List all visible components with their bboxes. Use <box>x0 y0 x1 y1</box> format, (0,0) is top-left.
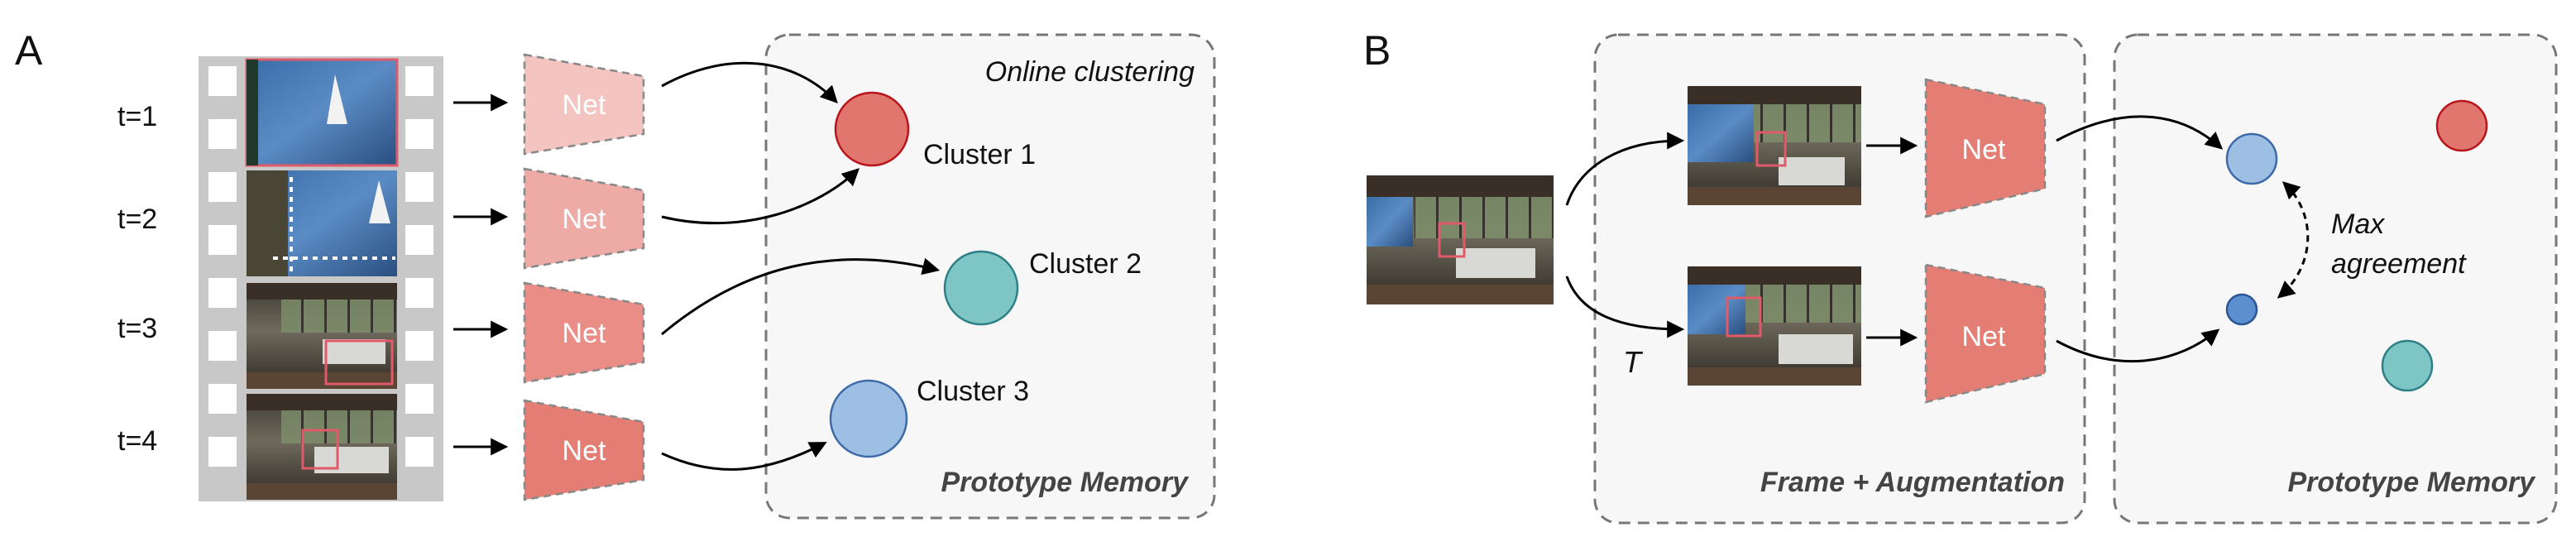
cluster-1-label: Cluster 1 <box>923 139 1036 170</box>
net-label: Net <box>563 318 606 349</box>
augmented-frame-2 <box>1688 266 1861 386</box>
time-label-3: t=3 <box>117 313 157 344</box>
prototype-blue-large <box>2225 132 2278 185</box>
max-agreement-arrow <box>2277 181 2310 299</box>
arrow-net2-cluster1 <box>661 168 860 225</box>
film-frame-3 <box>247 283 397 389</box>
film-strip <box>199 56 443 501</box>
cluster-2-circle <box>943 250 1019 326</box>
film-frame-2 <box>247 170 397 276</box>
net-label: Net <box>1962 134 2006 165</box>
max-agreement-label-2: agreement <box>2331 248 2467 280</box>
prototype-blue-small <box>2225 293 2258 326</box>
net-label: Net <box>563 435 606 467</box>
film-frame-4 <box>247 394 397 500</box>
cluster-3-label: Cluster 3 <box>917 376 1029 407</box>
source-frame-image <box>1367 175 1554 304</box>
film-holes-right <box>405 66 433 467</box>
arrow-netb1-prototype <box>2056 115 2224 150</box>
arrow-net3-cluster2 <box>661 257 941 336</box>
net-block-b1: Net <box>1924 78 2047 218</box>
cluster-3-circle <box>829 379 908 458</box>
time-label-1: t=1 <box>117 101 157 132</box>
arrow-netb2-prototype <box>2056 328 2220 363</box>
arrow-net4-cluster3 <box>661 442 827 471</box>
net-label: Net <box>563 204 606 235</box>
cluster-2-label: Cluster 2 <box>1029 248 1142 280</box>
net-block-b2: Net <box>1924 263 2047 404</box>
online-clustering-title: Online clustering <box>985 56 1195 88</box>
augmented-frame-1 <box>1688 86 1861 205</box>
max-agreement-label-1: Max <box>2331 208 2385 240</box>
time-label-4: t=4 <box>117 425 157 457</box>
net-block-3: Net <box>523 281 645 384</box>
frame-augmentation-footer: Frame + Augmentation <box>1760 467 2065 498</box>
prototype-memory-footer-b: Prototype Memory <box>2288 467 2537 498</box>
cluster-1-circle <box>834 91 910 167</box>
net-label: Net <box>563 89 606 121</box>
film-frame-1 <box>245 58 399 167</box>
time-label-2: t=2 <box>117 204 157 235</box>
net-block-2: Net <box>523 167 645 270</box>
net-block-1: Net <box>523 53 645 156</box>
panel-b-letter: B <box>1363 27 1391 74</box>
net-block-4: Net <box>523 399 645 501</box>
prototype-red <box>2435 99 2488 152</box>
arrow-net1-cluster1 <box>661 61 838 104</box>
prototype-memory-box-b <box>2113 33 2558 525</box>
transform-label: T <box>1623 345 1644 379</box>
prototype-memory-footer-a: Prototype Memory <box>941 467 1190 498</box>
panel-a-letter: A <box>15 27 43 74</box>
arrow-source-aug1 <box>1565 132 1685 206</box>
arrow-source-aug2 <box>1565 276 1685 338</box>
prototype-teal <box>2381 339 2434 392</box>
film-holes-left <box>208 66 237 467</box>
net-label: Net <box>1962 321 2006 352</box>
